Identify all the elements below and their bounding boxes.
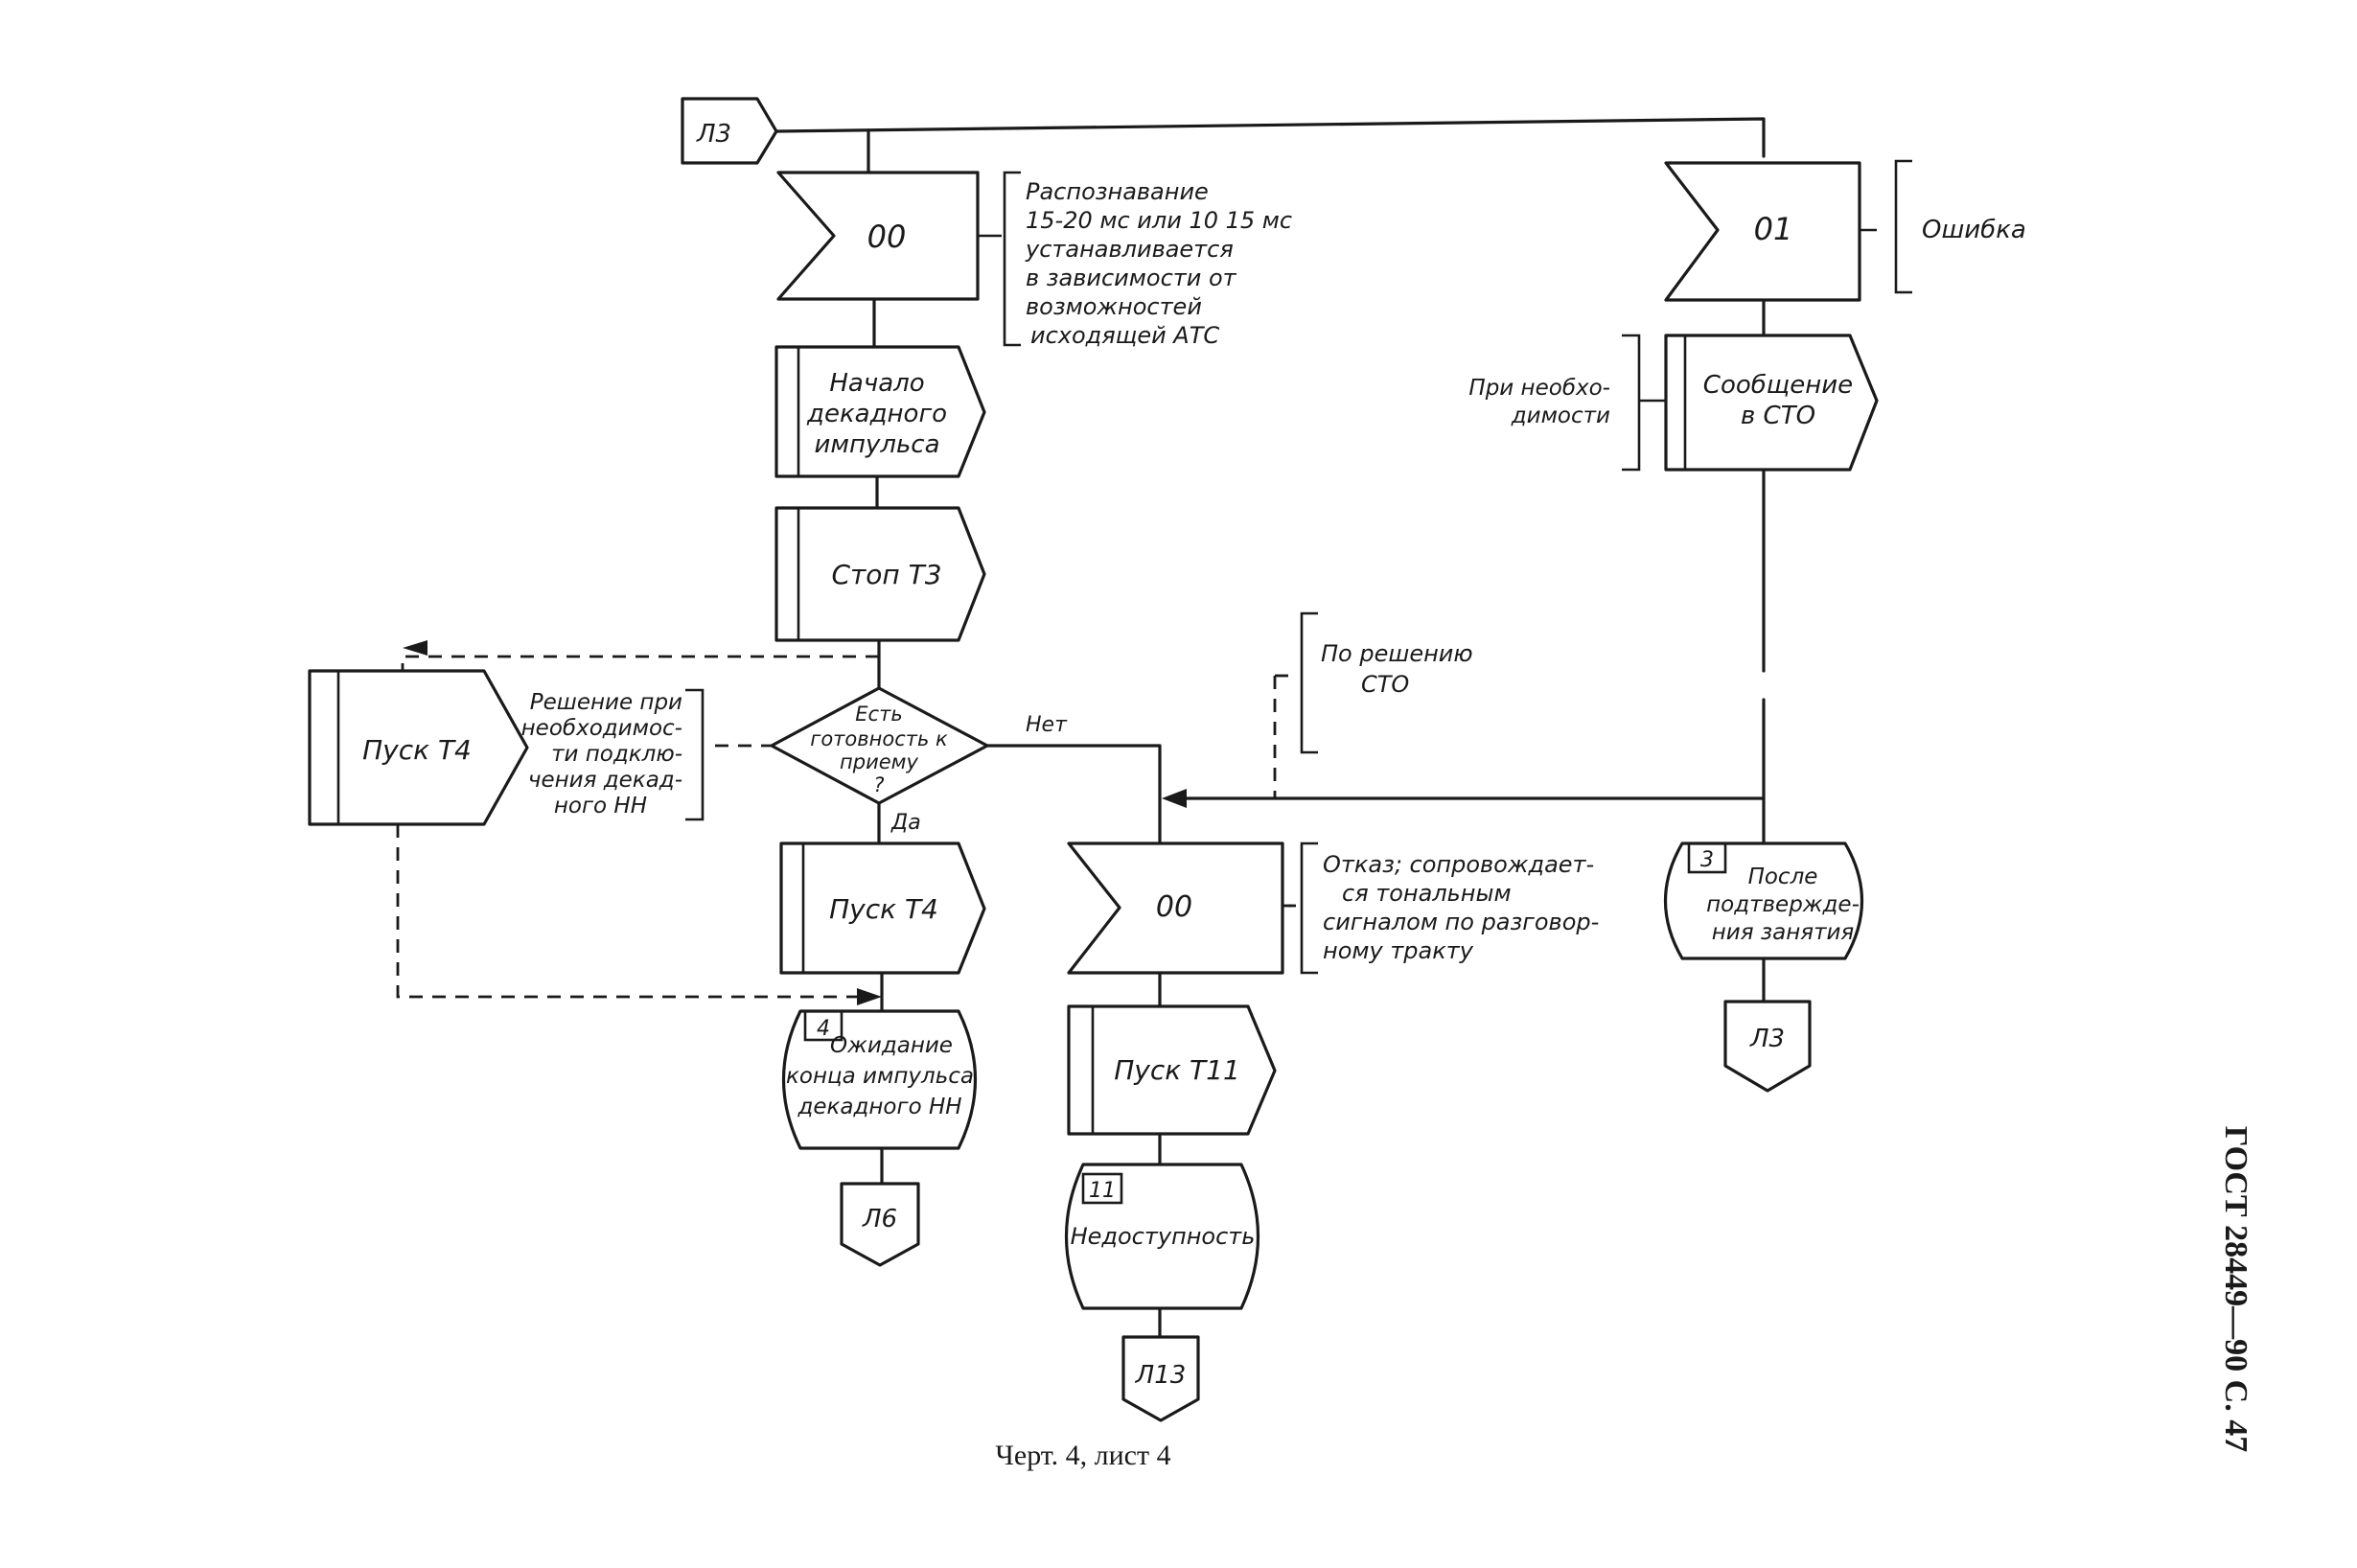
- state-3-line1: После: [1748, 865, 1818, 889]
- comment-refusal: Отказ; сопровождает- ся тональным сигнал…: [1282, 842, 1599, 975]
- task-decade-start-line1: Начало: [829, 369, 924, 398]
- comment-if-needed: При необхо- димости: [1468, 334, 1666, 472]
- state-3-line2: подтвержде-: [1706, 892, 1860, 917]
- task-start-t4-left: Пуск Т4: [308, 669, 529, 826]
- comment-connect-line5: ного НН: [554, 794, 647, 819]
- state-11: 11 Недоступность: [1065, 1163, 1259, 1310]
- connector-l13-label: Л13: [1135, 1361, 1187, 1390]
- task-decade-start-line3: импульса: [814, 430, 939, 459]
- state-4-line3: декадного НН: [797, 1095, 961, 1119]
- decision-line4: ?: [873, 773, 884, 796]
- state-4: 4 Ожидание конца импульса декадного НН: [782, 1009, 977, 1150]
- task-stop-t3: Стоп Т3: [774, 506, 986, 642]
- comment-connect-line3: ти подклю-: [551, 742, 682, 767]
- comment-if-needed-line1: При необхо-: [1468, 376, 1610, 401]
- input-signal-00-label: 00: [867, 219, 907, 255]
- comment-refusal-line4: ному тракту: [1323, 937, 1474, 964]
- input-signal-00: 00: [776, 171, 980, 301]
- comment-connect-decision: Решение при необходимос- ти подклю- чени…: [521, 688, 705, 821]
- comment-recognition-line6: исходящей АТС: [1030, 322, 1219, 349]
- connector-l3-exit: Л3: [1723, 1000, 1812, 1093]
- comment-refusal-line1: Отказ; сопровождает-: [1323, 851, 1594, 878]
- comment-error: Ошибка: [1860, 159, 2026, 294]
- connector-l13: Л13: [1121, 1335, 1200, 1422]
- task-stop-t3-label: Стоп Т3: [831, 559, 941, 590]
- input-signal-01-label: 01: [1754, 211, 1793, 247]
- task-start-t4-left-label: Пуск Т4: [362, 734, 472, 766]
- task-start-t4-main-label: Пуск Т4: [829, 893, 938, 925]
- comment-connect-line1: Решение при: [530, 690, 682, 715]
- state-11-line1: Недоступность: [1071, 1223, 1256, 1250]
- figure-caption: Черт. 4, лист 4: [995, 1440, 1170, 1471]
- task-start-t4-main: Пуск Т4: [779, 842, 986, 975]
- comment-recognition-line2: 15-20 мс или 10 15 мс: [1026, 207, 1292, 234]
- comment-refusal-line3: сигналом по разговор-: [1323, 909, 1599, 935]
- task-decade-start: Начало декадного импульса: [774, 345, 986, 478]
- task-start-t11: Пуск Т11: [1067, 1004, 1277, 1136]
- connector-l6-label: Л6: [862, 1205, 897, 1234]
- state-3: 3 После подтвержде- ния занятия: [1663, 842, 1864, 960]
- connector-l3-exit-label: Л3: [1749, 1025, 1785, 1053]
- decision-yes-label: Да: [890, 811, 921, 835]
- comment-sto-decision-line1: По решению: [1321, 640, 1473, 667]
- comment-sto-decision-line2: СТО: [1361, 671, 1409, 698]
- comment-recognition-line1: Распознавание: [1026, 178, 1209, 205]
- state-3-number: 3: [1700, 848, 1714, 872]
- comment-connect-line2: необходимос-: [521, 716, 682, 741]
- task-start-t11-label: Пуск Т11: [1114, 1054, 1240, 1086]
- comment-recognition-line3: устанавливается: [1025, 236, 1234, 263]
- comment-error-label: Ошибка: [1922, 216, 2026, 244]
- comment-refusal-line2: ся тональным: [1342, 880, 1512, 907]
- decision-line2: готовность к: [810, 727, 948, 750]
- decision-no-label: Нет: [1026, 713, 1068, 737]
- output-signal-00: 00: [1067, 842, 1284, 975]
- decision-ready: Есть готовность к приему ? Да Нет: [770, 686, 1068, 835]
- decision-line3: приему: [840, 750, 918, 773]
- state-4-line2: конца импульса: [786, 1064, 974, 1089]
- task-decade-start-line2: декадного: [806, 400, 947, 428]
- decision-line1: Есть: [855, 703, 902, 726]
- state-3-line3: ния занятия: [1712, 920, 1855, 945]
- comment-recognition-line5: возможностей: [1026, 293, 1202, 320]
- comment-connect-line4: чения декад-: [528, 768, 682, 793]
- task-message-sto-line2: в СТО: [1741, 402, 1815, 430]
- state-11-number: 11: [1089, 1179, 1116, 1203]
- task-message-sto-line1: Сообщение: [1703, 371, 1853, 400]
- connector-l3-entry-label: Л3: [696, 120, 731, 149]
- comment-if-needed-line2: димости: [1511, 404, 1610, 428]
- state-4-line1: Ожидание: [830, 1033, 953, 1058]
- state-4-number: 4: [817, 1017, 830, 1041]
- comment-recognition-line4: в зависимости от: [1026, 265, 1237, 291]
- output-signal-00-label: 00: [1156, 890, 1192, 924]
- comment-recognition: Распознавание 15-20 мс или 10 15 мс уста…: [978, 171, 1292, 349]
- connector-l6: Л6: [840, 1182, 920, 1267]
- comment-sto-decision: По решению СТО: [1300, 611, 1473, 754]
- connector-l3-entry: Л3: [681, 97, 778, 165]
- input-signal-01: 01: [1664, 161, 1861, 302]
- side-page-header: ГОСТ 28449—90 С. 47: [2218, 1126, 2253, 1452]
- task-message-sto: Сообщение в СТО: [1664, 334, 1879, 472]
